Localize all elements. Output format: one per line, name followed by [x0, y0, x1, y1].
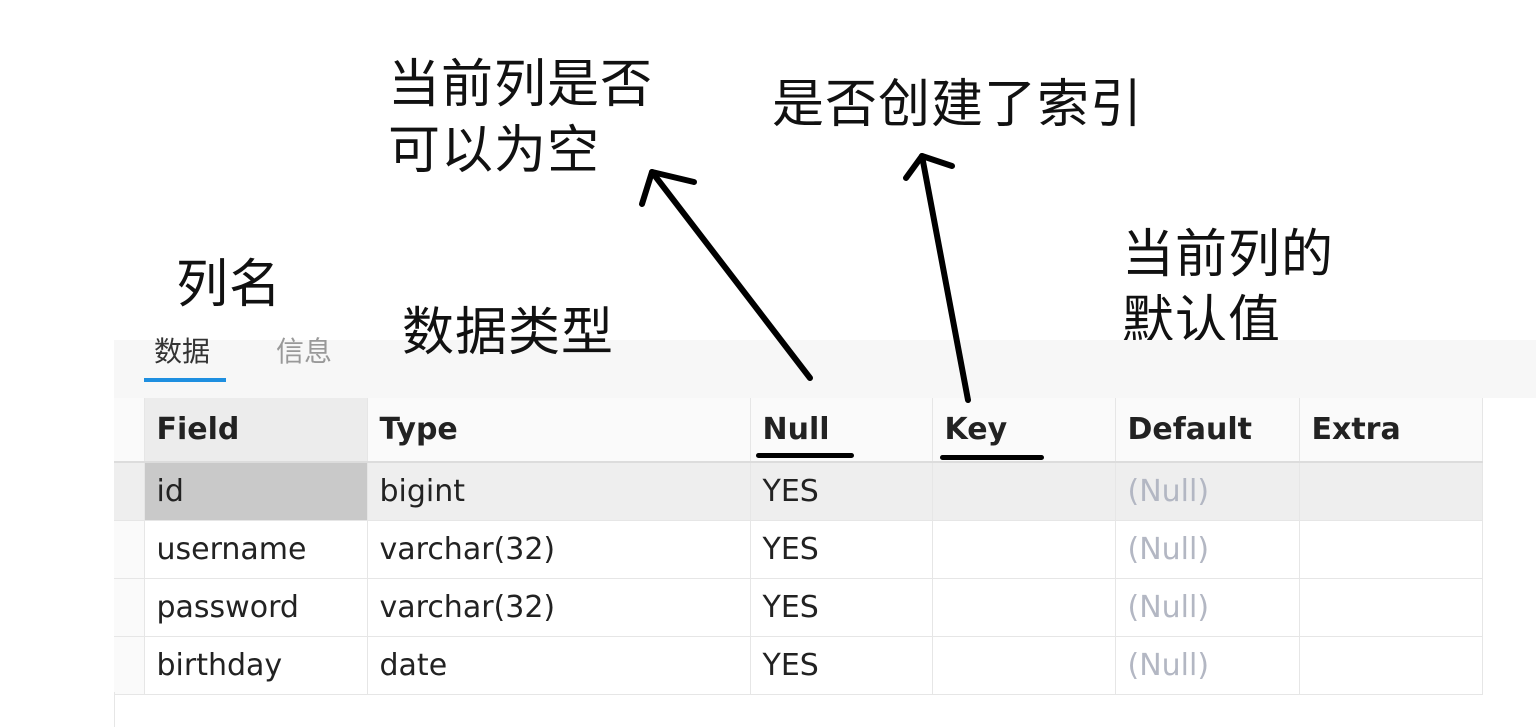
table-row[interactable]: birthday date YES (Null): [114, 636, 1483, 695]
header-row: Field Type Null Key Default Extra: [114, 398, 1483, 463]
annotation-default-line1: 当前列的: [1122, 225, 1335, 285]
cell-key[interactable]: [932, 636, 1116, 695]
arrow-head-indexed: [903, 153, 955, 181]
cell-null[interactable]: YES: [750, 520, 933, 579]
cell-null[interactable]: YES: [750, 578, 933, 637]
annotation-data-type: 数据类型: [402, 303, 615, 363]
row-header-corner: [114, 398, 145, 463]
cell-default[interactable]: (Null): [1115, 520, 1300, 579]
cell-default[interactable]: (Null): [1115, 578, 1300, 637]
table-row[interactable]: id bigint YES (Null): [114, 462, 1483, 521]
cell-extra[interactable]: [1299, 636, 1483, 695]
cell-key[interactable]: [932, 462, 1116, 521]
arrow-to-indexed-annotation: [919, 153, 971, 403]
cell-key[interactable]: [932, 520, 1116, 579]
cell-key[interactable]: [932, 578, 1116, 637]
tab-bar: [114, 340, 1536, 398]
cell-field[interactable]: username: [144, 520, 368, 579]
annotation-column-name: 列名: [176, 255, 283, 315]
column-header-null[interactable]: Null: [750, 398, 933, 463]
annotation-nullable-line2: 可以为空: [388, 121, 601, 181]
annotation-indexed: 是否创建了索引: [772, 75, 1144, 135]
arrow-to-nullable-annotation: [649, 169, 813, 381]
tab-data[interactable]: 数据: [154, 335, 211, 368]
column-header-extra[interactable]: Extra: [1299, 398, 1483, 463]
cell-default[interactable]: (Null): [1115, 636, 1300, 695]
table-row[interactable]: username varchar(32) YES (Null): [114, 520, 1483, 579]
grid-left-edge: [114, 692, 115, 727]
cell-default[interactable]: (Null): [1115, 462, 1300, 521]
cell-extra[interactable]: [1299, 578, 1483, 637]
table-row[interactable]: password varchar(32) YES (Null): [114, 578, 1483, 637]
active-tab-indicator: [144, 378, 226, 382]
structure-grid: Field Type Null Key Default Extra id big…: [114, 398, 1483, 695]
cell-type[interactable]: varchar(32): [367, 578, 751, 637]
annotation-underline-null: [756, 453, 854, 458]
cell-extra[interactable]: [1299, 520, 1483, 579]
cell-extra[interactable]: [1299, 462, 1483, 521]
row-selector[interactable]: [114, 520, 145, 579]
cell-type[interactable]: date: [367, 636, 751, 695]
column-header-default[interactable]: Default: [1115, 398, 1300, 463]
column-header-type[interactable]: Type: [367, 398, 751, 463]
cell-null[interactable]: YES: [750, 462, 933, 521]
cell-type[interactable]: varchar(32): [367, 520, 751, 579]
cell-field[interactable]: birthday: [144, 636, 368, 695]
annotation-default: 当前列的 默认值: [1122, 222, 1334, 354]
cell-type[interactable]: bigint: [367, 462, 751, 521]
tab-info[interactable]: 信息: [276, 335, 333, 368]
column-header-key[interactable]: Key: [932, 398, 1116, 463]
annotation-underline-key: [940, 455, 1044, 460]
row-selector[interactable]: [114, 462, 145, 521]
cell-field[interactable]: password: [144, 578, 368, 637]
row-selector[interactable]: [114, 636, 145, 695]
arrow-head-nullable: [639, 169, 697, 207]
column-header-field[interactable]: Field: [144, 398, 368, 463]
annotation-nullable-line1: 当前列是否: [388, 55, 654, 115]
annotation-nullable: 当前列是否 可以为空: [388, 52, 653, 184]
row-selector[interactable]: [114, 578, 145, 637]
cell-null[interactable]: YES: [750, 636, 933, 695]
cell-field[interactable]: id: [144, 462, 368, 521]
